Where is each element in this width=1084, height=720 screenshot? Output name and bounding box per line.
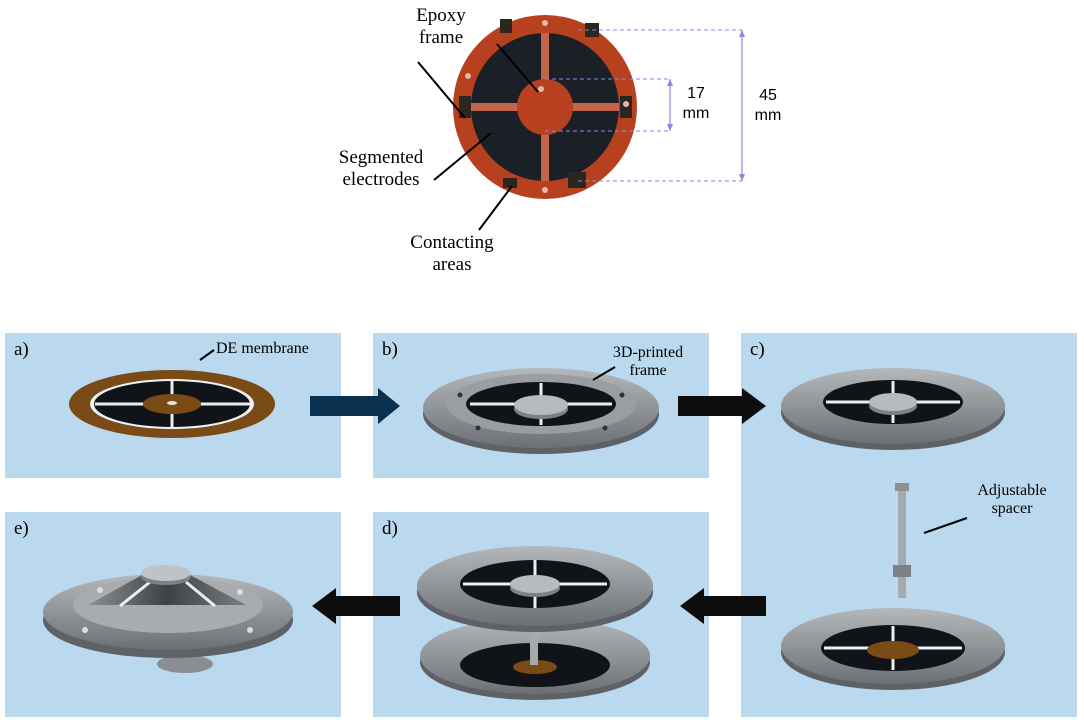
panel-b-frame xyxy=(423,366,659,454)
center-epoxy-disc xyxy=(517,79,573,135)
panel-d-tag: d) xyxy=(382,518,398,539)
arrow-c-to-d xyxy=(680,588,766,624)
panel-c-parts xyxy=(781,368,1005,690)
segmented-leader xyxy=(433,132,492,181)
panel-c-tag: c) xyxy=(750,339,765,360)
center-hole xyxy=(538,86,544,92)
panel-a-membrane xyxy=(69,349,275,438)
arrow-a-to-b xyxy=(310,388,400,424)
panel-a-tag: a) xyxy=(14,339,29,360)
panel-e-tag: e) xyxy=(14,518,29,539)
frame-leader xyxy=(417,61,466,119)
epoxy-leader xyxy=(496,43,539,93)
panel-d-stack xyxy=(417,546,653,700)
contacting-leader xyxy=(478,185,513,231)
de-membrane-label: DE membrane xyxy=(216,340,309,357)
arrow-d-to-e xyxy=(312,588,400,624)
arrow-b-to-c xyxy=(678,388,766,424)
panel-b-tag: b) xyxy=(382,339,398,360)
panel-e-actuator xyxy=(43,565,293,673)
